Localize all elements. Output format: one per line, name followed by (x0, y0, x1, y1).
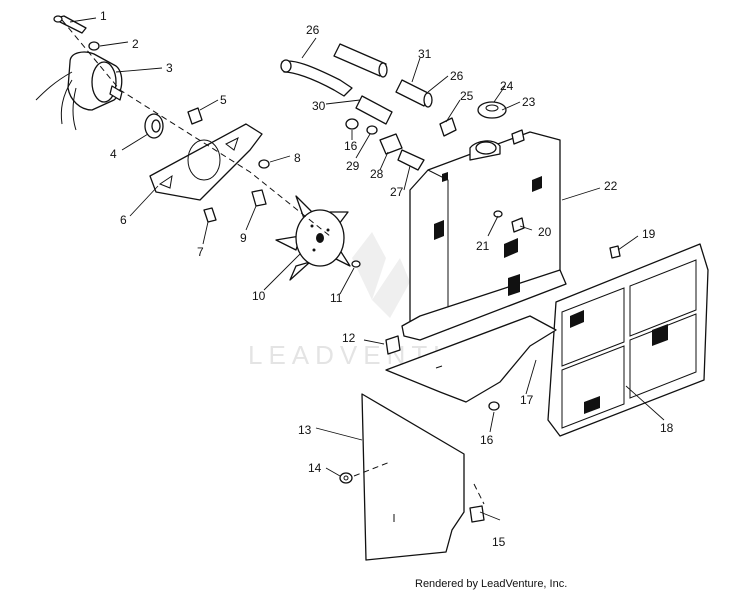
bolt-part-7 (203, 207, 217, 223)
spacer-part-9 (251, 189, 267, 207)
callout-6: 6 (120, 213, 127, 227)
grommet-part-12 (385, 335, 401, 355)
leader-lines (69, 17, 665, 521)
fan-blade-part-10 (275, 195, 351, 281)
fan-motor-part-3 (35, 51, 123, 131)
bolt-part-20 (511, 217, 525, 233)
callout-7: 7 (197, 245, 204, 259)
callout-3: 3 (166, 61, 173, 75)
callout-26-right: 26 (450, 69, 464, 83)
callout-30: 30 (312, 99, 326, 113)
bushing-part-5 (187, 107, 203, 125)
clamp-part-25 (439, 117, 457, 137)
callout-17: 17 (520, 393, 534, 407)
stud-axis (473, 483, 485, 505)
hose-part-27 (397, 149, 425, 171)
screw-part-19 (609, 245, 621, 259)
screw-part-1 (53, 15, 87, 34)
callout-23: 23 (522, 95, 536, 109)
callout-9: 9 (240, 231, 247, 245)
grille-screen-part-18 (547, 243, 709, 437)
callout-16-bottom: 16 (480, 433, 494, 447)
callout-10: 10 (252, 289, 266, 303)
axis-line (61, 19, 331, 237)
callout-22: 22 (604, 179, 618, 193)
hose-part-30 (355, 95, 393, 125)
grommet-part-14 (339, 472, 353, 484)
callout-4: 4 (110, 147, 117, 161)
callout-18: 18 (660, 421, 674, 435)
callout-13: 13 (298, 423, 312, 437)
fitting-part-28 (379, 133, 403, 155)
callout-31: 31 (418, 47, 432, 61)
clamp-part-16a (345, 118, 359, 130)
callout-26-top: 26 (306, 23, 320, 37)
callout-12: 12 (342, 331, 356, 345)
hose-part-26a (280, 59, 353, 97)
nut-part-8 (258, 159, 270, 169)
callout-5: 5 (220, 93, 227, 107)
callout-29: 29 (346, 159, 360, 173)
callout-11: 11 (330, 291, 343, 305)
spacer-part-4 (144, 113, 164, 139)
callout-2: 2 (132, 37, 139, 51)
callout-24: 24 (500, 79, 514, 93)
footer-credit: Rendered by LeadVenture, Inc. (415, 578, 568, 590)
cap-part-24 (477, 101, 507, 119)
washer-part-2 (88, 41, 100, 51)
callout-20: 20 (538, 225, 552, 239)
callout-25: 25 (460, 89, 474, 103)
callout-21: 21 (476, 239, 490, 253)
stud-part-15 (469, 505, 485, 523)
side-panel-part-13 (361, 393, 465, 561)
callout-8: 8 (294, 151, 301, 165)
hose-part-26b (333, 43, 388, 78)
hose-part-31 (395, 79, 433, 108)
shroud-part-17 (385, 315, 557, 403)
callout-1: 1 (100, 9, 107, 23)
callout-27: 27 (390, 185, 404, 199)
mounting-plate-part-6 (149, 123, 263, 201)
callout-19: 19 (642, 227, 656, 241)
clamp-part-29 (366, 125, 378, 135)
callout-16-top: 16 (344, 139, 358, 153)
callout-15: 15 (492, 535, 506, 549)
callout-14: 14 (308, 461, 322, 475)
grommet-axis (353, 461, 391, 477)
nut-part-16b (488, 401, 500, 411)
callout-labels: 1 2 3 4 5 6 7 8 9 10 11 12 13 14 15 16 1… (100, 9, 674, 549)
radiator-part-22 (401, 129, 567, 341)
callout-28: 28 (370, 167, 384, 181)
nut-part-11 (351, 260, 361, 268)
